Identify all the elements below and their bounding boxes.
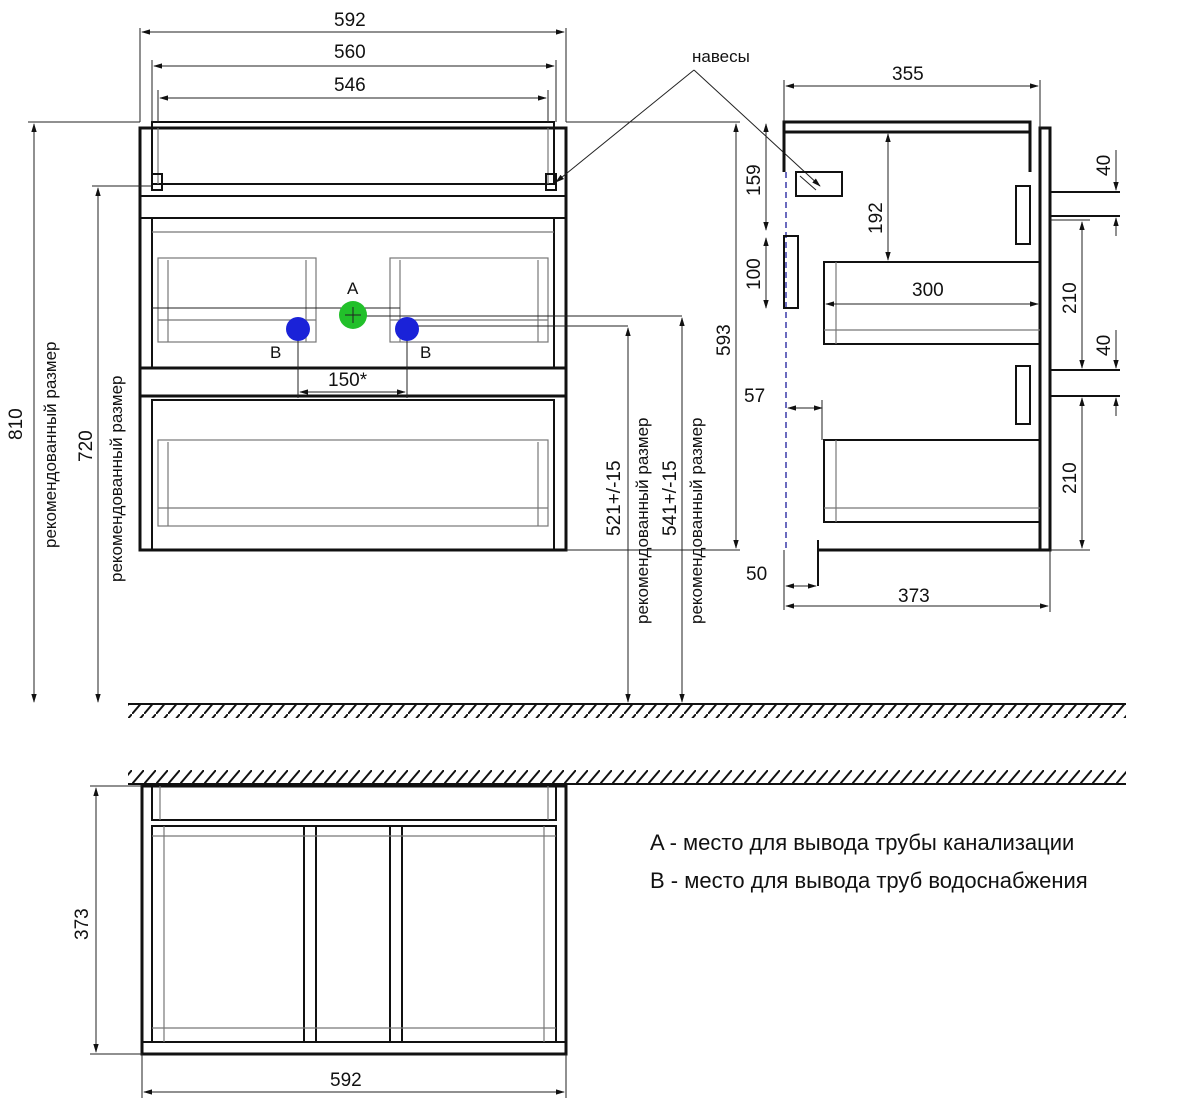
pipe-b-left-letter: B — [270, 343, 281, 362]
plan-view: 373 592 — [72, 770, 1126, 1098]
side-view: 355 593 159 100 192 300 57 50 373 40 — [714, 64, 1120, 612]
side-left-handle — [783, 235, 799, 309]
front-lower-drawer — [151, 399, 555, 551]
dim-plan-width: 592 — [330, 1070, 362, 1091]
dim-drawer-210-top: 210 — [1060, 282, 1081, 314]
dim-height-a-note: рекомендованный размер — [687, 417, 706, 624]
pipe-b-right-marker — [395, 317, 419, 341]
hinges-label: навесы — [692, 47, 750, 66]
dim-width-inner: 560 — [334, 42, 366, 63]
dim-width-drawer: 546 — [334, 75, 366, 96]
dim-height-total-note: рекомендованный размер — [41, 341, 60, 548]
dim-width-overall: 592 — [334, 10, 366, 31]
dim-drawer-depth: 300 — [912, 280, 944, 301]
dim-height-body: 593 — [714, 324, 735, 356]
dim-pipe-spacing: 150* — [328, 370, 368, 391]
floor-front — [128, 703, 1126, 718]
dim-handle-40-bottom: 40 — [1094, 335, 1115, 356]
side-hinge — [795, 171, 843, 197]
dim-offset-hinge: 159 — [744, 164, 765, 196]
side-handle-bottom — [1015, 365, 1031, 425]
dim-drawer-210-bottom: 210 — [1060, 462, 1081, 494]
dim-height-mount-note: рекомендованный размер — [107, 375, 126, 582]
side-front-panel — [1038, 126, 1052, 552]
front-cabinet-outline — [138, 126, 568, 552]
legend-b: B - место для вывода труб водоснабжения — [650, 868, 1088, 893]
dim-height-total: 810 — [6, 408, 27, 440]
legend: A - место для вывода трубы канализации B… — [650, 830, 1088, 893]
dim-height-b: 521+/-15 — [604, 460, 625, 536]
hinge-left — [151, 173, 163, 191]
pipe-b-left-marker — [286, 317, 310, 341]
dim-height-b-note: рекомендованный размер — [633, 417, 652, 624]
dim-handle-height: 100 — [744, 258, 765, 290]
dim-offset-57: 57 — [744, 386, 765, 407]
dim-depth-bottom: 373 — [898, 586, 930, 607]
dim-height-mount: 720 — [76, 430, 97, 462]
pipe-b-right-letter: B — [420, 343, 431, 362]
legend-a: A - место для вывода трубы канализации — [650, 830, 1074, 855]
dim-offset-50: 50 — [746, 564, 767, 585]
dim-handle-40-top: 40 — [1094, 155, 1115, 176]
dim-drawer-offset: 192 — [866, 202, 887, 234]
dim-height-a: 541+/-15 — [660, 460, 681, 536]
dim-depth-top: 355 — [892, 64, 924, 85]
front-top-panel — [151, 121, 555, 185]
pipe-a-letter: A — [347, 279, 359, 298]
dim-plan-depth: 373 — [72, 908, 93, 940]
front-view: A B B 150* 592 560 546 навесы 810 рекоме… — [6, 10, 821, 703]
side-handle-top — [1015, 185, 1031, 245]
side-top-panel — [782, 120, 1032, 134]
